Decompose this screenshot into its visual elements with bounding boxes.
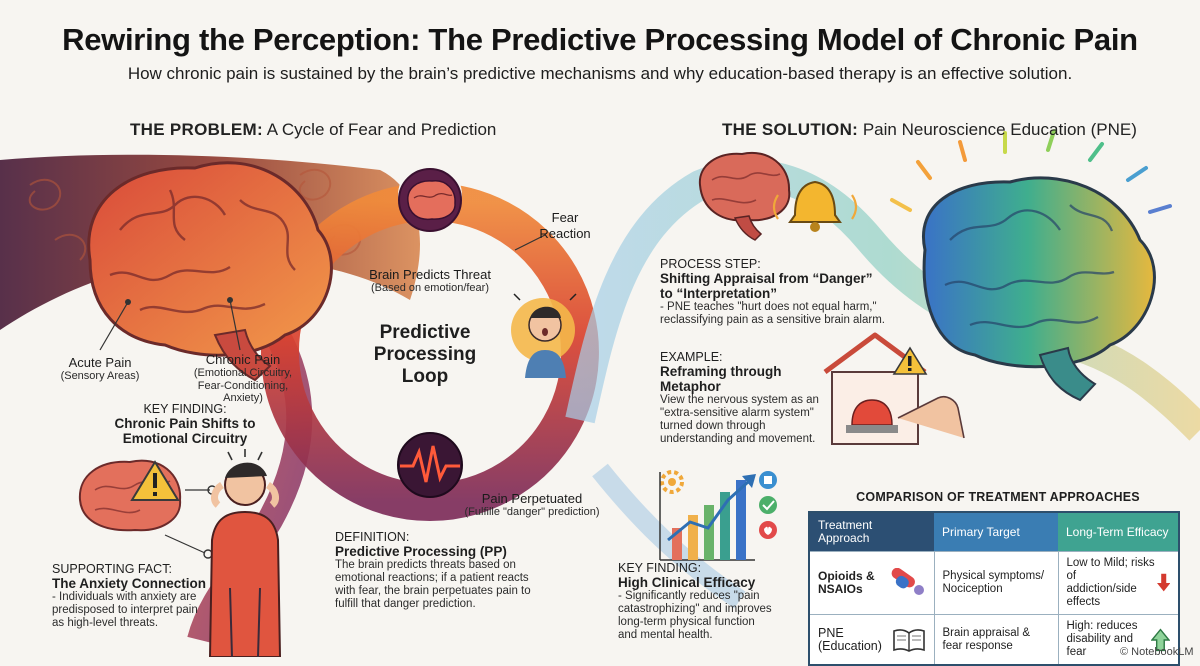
high-efficacy-block: KEY FINDING: High Clinical Efficacy - Si… [618,561,772,641]
pill-icon [891,568,924,595]
table-cell-target: Physical symptoms/ Nociception [933,551,1059,615]
gear-icon [660,470,684,494]
pain-pulse-node [397,432,463,498]
process-step-block: PROCESS STEP: Shifting Appraisal from “D… [660,257,885,326]
brain-predicts-node [398,168,462,232]
key-finding-chronic: KEY FINDING: Chronic Pain Shifts to Emot… [114,402,256,446]
supporting-fact: SUPPORTING FACT: The Anxiety Connection … [52,562,207,629]
efficacy-bar-chart-icon [659,470,756,561]
problem-heading: THE PROBLEM: A Cycle of Fear and Predict… [130,120,496,140]
brain-predicts-threat-label: Brain Predicts Threat (Based on emotion/… [369,267,491,295]
pain-perpetuated-label: Pain Perpetuated (Fulfille "danger" pred… [464,491,600,519]
definition-block: DEFINITION: Predictive Processing (PP) T… [335,530,531,610]
problem-heading-rest: A Cycle of Fear and Prediction [262,120,497,139]
solution-heading-bold: THE SOLUTION: [722,120,859,139]
warning-triangle-icon [130,460,180,501]
page-title: Rewiring the Perception: The Predictive … [62,22,1138,57]
table-row: Opioids & NSAIOs Physical symptoms/ Noci… [808,551,1180,615]
table-header-row: Treatment Approach Primary Target Long-T… [809,512,1179,552]
chronic-pain-label: Chronic Pain (Emotional Circuitry, Fear-… [193,352,293,404]
watermark: © NotebookLM [1120,646,1194,658]
scared-person-illustration [511,293,577,378]
check-icon [759,496,777,514]
down-arrow-icon [1156,573,1170,592]
page-subtitle: How chronic pain is sustained by the bra… [127,64,1073,83]
house-alarm-illustration [823,332,965,445]
loop-center-label: Predictive Processing Loop [373,322,477,387]
table-header-efficacy: Long-Term Efficacy [1058,512,1179,552]
problem-heading-bold: THE PROBLEM: [130,120,263,139]
heart-icon [759,521,777,539]
example-block: EXAMPLE: Reframing through Metaphor View… [660,350,819,445]
alarm-brain-illustration [698,151,791,241]
fear-reaction-label: Fear Reaction [539,210,591,241]
table-cell-approach: Opioids & NSAIOs [808,551,935,615]
table-header-approach: Treatment Approach [809,512,934,552]
acute-pain-label: Acute Pain (Sensory Areas) [60,355,140,382]
table-header-target: Primary Target [934,512,1058,552]
up-arrow-icon [1151,627,1170,651]
thumbs-up-icon [759,471,777,489]
alarm-bell-icon [772,180,858,232]
solution-heading-rest: Pain Neuroscience Education (PNE) [858,120,1137,139]
solution-heading: THE SOLUTION: Pain Neuroscience Educatio… [722,120,1137,140]
comparison-title: COMPARISON OF TREATMENT APPROACHES [856,490,1140,504]
book-icon [892,628,925,652]
chronic-pain-brain-illustration [87,161,333,382]
caution-triangle-icon [892,346,928,375]
stressed-person-illustration [208,449,282,657]
rewired-brain-illustration [922,176,1156,402]
table-cell-approach: PNE (Education) [808,614,935,666]
glow-rays-decoration [890,129,1172,214]
table-cell-efficacy: Low to Mild; risks of addiction/side eff… [1057,551,1180,615]
table-cell-target: Brain appraisal & fear response [933,614,1059,666]
comparison-table: Treatment Approach Primary Target Long-T… [808,511,1180,666]
